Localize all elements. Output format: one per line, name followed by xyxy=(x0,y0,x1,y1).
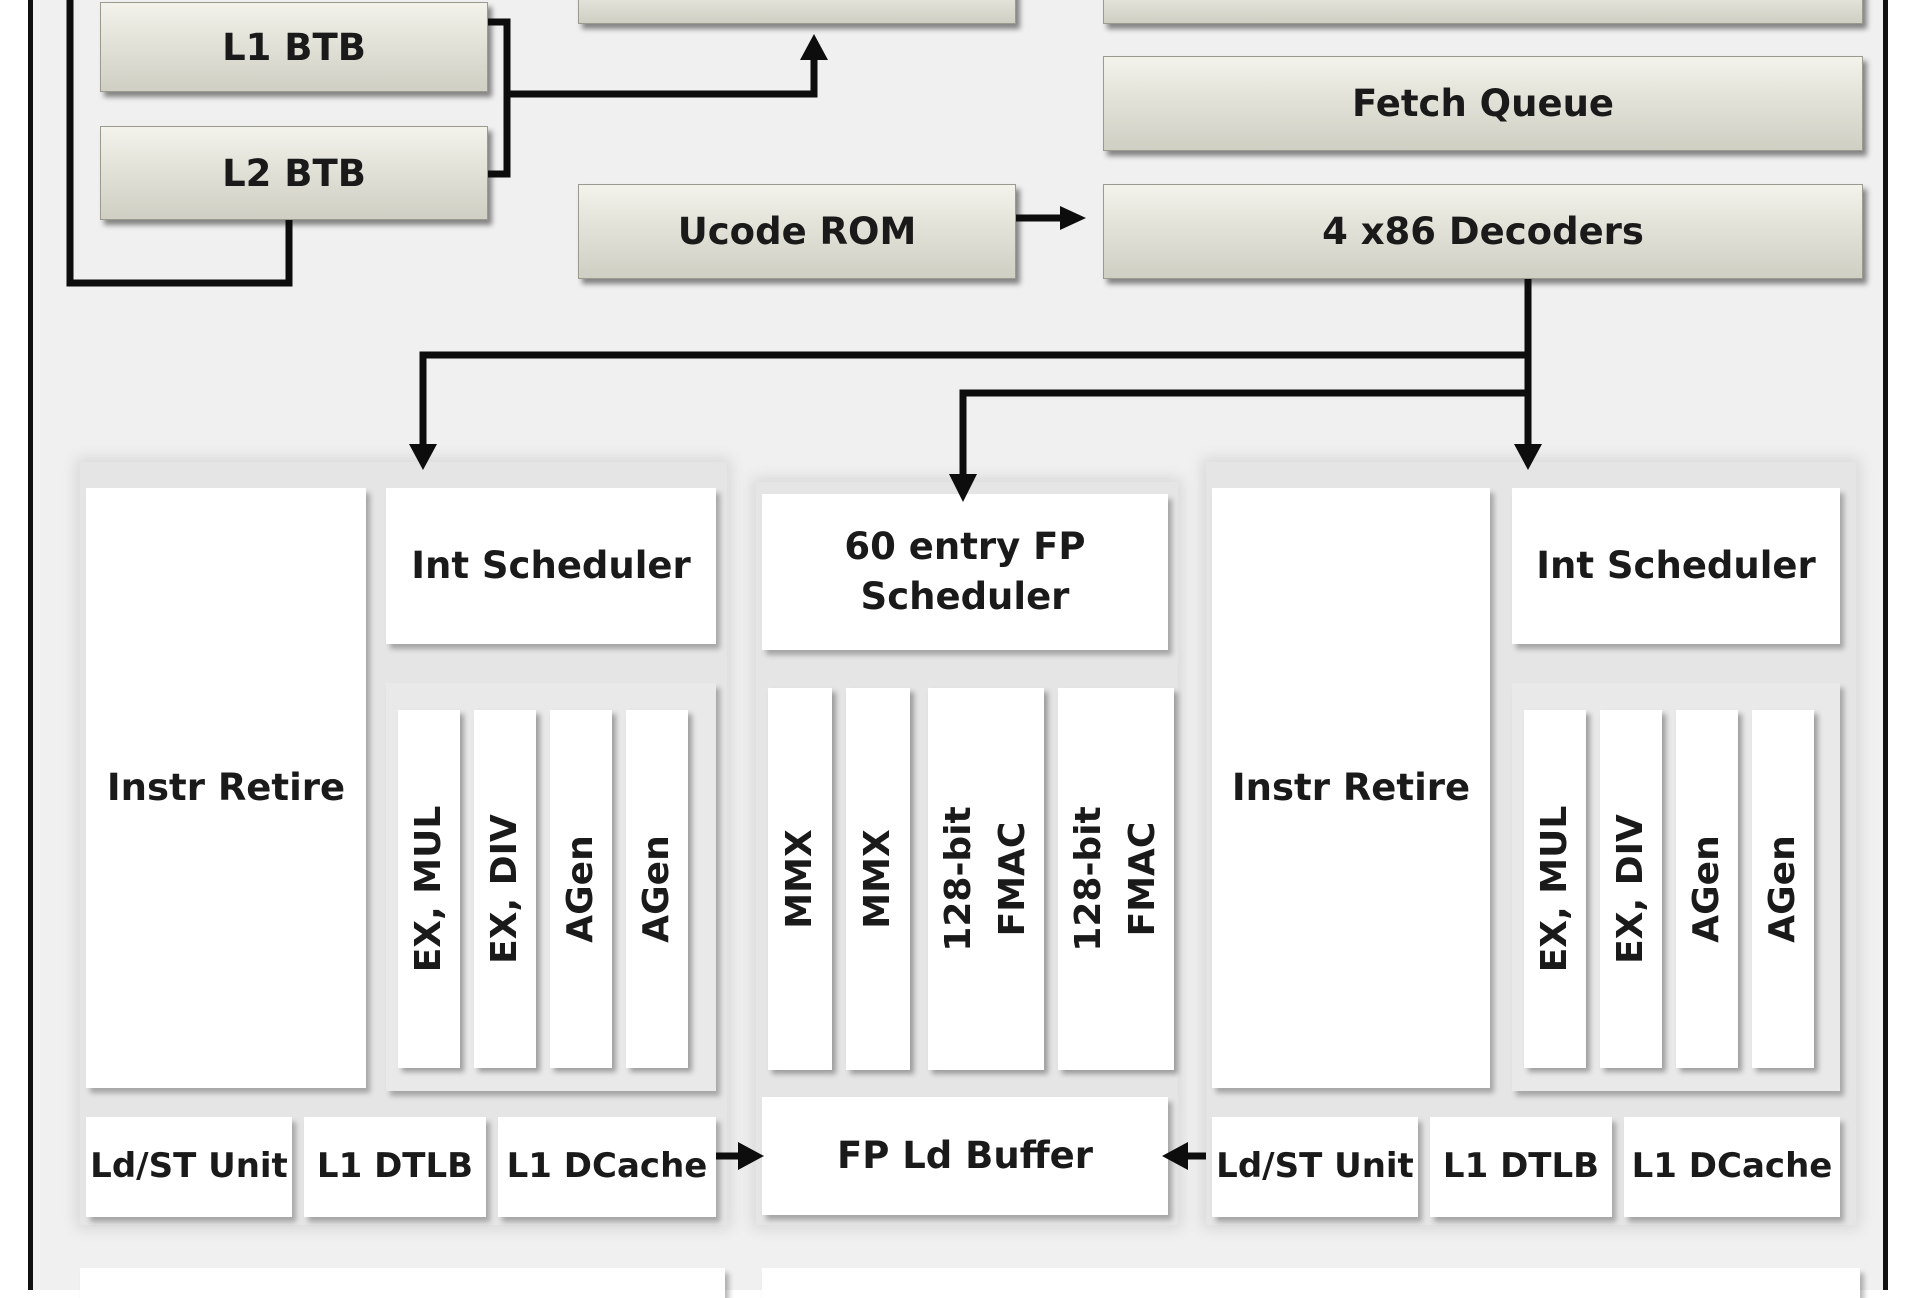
instr-retire-right: Instr Retire xyxy=(1212,488,1490,1088)
top-block-partial-right xyxy=(1103,0,1863,24)
ldst-unit-right-label: Ld/ST Unit xyxy=(1216,1146,1414,1187)
l1-btb-block: L1 BTB xyxy=(100,2,488,92)
btb-bracket-line xyxy=(488,18,511,178)
int-scheduler-right-label: Int Scheduler xyxy=(1536,544,1816,588)
fetch-queue-block: Fetch Queue xyxy=(1103,56,1863,151)
fp-unit-1: MMX xyxy=(768,688,832,1070)
l1-dtlb-left-label: L1 DTLB xyxy=(316,1146,474,1187)
l2-btb-block: L2 BTB xyxy=(100,126,488,220)
arrowhead-left-cluster xyxy=(409,444,437,470)
fp-unit-2: MMX xyxy=(846,688,910,1070)
l1-dcache-left: L1 DCache xyxy=(498,1117,716,1217)
l1-dcache-right-label: L1 DCache xyxy=(1631,1146,1833,1187)
arrowhead-right-cluster xyxy=(1514,444,1542,470)
exec-unit-left-4: AGen xyxy=(626,710,688,1068)
l1-dtlb-right-label: L1 DTLB xyxy=(1442,1146,1600,1187)
decoders-block: 4 x86 Decoders xyxy=(1103,184,1863,279)
l1-dtlb-left: L1 DTLB xyxy=(304,1117,486,1217)
arrowhead-ldst-right-to-fp xyxy=(1162,1142,1188,1170)
ldst-unit-left: Ld/ST Unit xyxy=(86,1117,292,1217)
fp-scheduler: 60 entry FP Scheduler xyxy=(762,494,1168,650)
arrowhead-fp-cluster xyxy=(949,474,977,502)
fp-unit-3: 128-bit FMAC xyxy=(928,688,1044,1070)
l2-btb-label: L2 BTB xyxy=(222,151,366,195)
int-scheduler-left-label: Int Scheduler xyxy=(411,544,691,588)
exec-unit-right-3: AGen xyxy=(1676,710,1738,1068)
l1-btb-label: L1 BTB xyxy=(222,25,366,69)
fp-scheduler-line2: Scheduler xyxy=(860,575,1070,618)
l1-dtlb-right: L1 DTLB xyxy=(1430,1117,1612,1217)
btb-loop-line xyxy=(66,0,293,287)
ucode-rom-block: Ucode ROM xyxy=(578,184,1016,279)
fp-unit-4: 128-bit FMAC xyxy=(1058,688,1174,1070)
instr-retire-left: Instr Retire xyxy=(86,488,366,1088)
ucode-rom-label: Ucode ROM xyxy=(677,210,917,253)
ldst-unit-left-label: Ld/ST Unit xyxy=(90,1146,288,1187)
exec-unit-left-1: EX, MUL xyxy=(398,710,460,1068)
int-scheduler-right: Int Scheduler xyxy=(1512,488,1840,644)
fetch-queue-label: Fetch Queue xyxy=(1351,82,1615,125)
arrowhead-dcache-to-fp xyxy=(738,1142,764,1170)
fp-scheduler-label: 60 entry FP Scheduler xyxy=(844,522,1085,622)
exec-unit-left-3: AGen xyxy=(550,710,612,1068)
l1-dcache-right: L1 DCache xyxy=(1624,1117,1840,1217)
dispatch-to-fp-cluster xyxy=(959,389,1528,478)
top-block-partial-center xyxy=(578,0,1016,24)
fp-ld-buffer-label: FP Ld Buffer xyxy=(836,1134,1094,1178)
fp-ld-buffer: FP Ld Buffer xyxy=(762,1097,1168,1215)
int-scheduler-left: Int Scheduler xyxy=(386,488,716,644)
exec-unit-right-1: EX, MUL xyxy=(1524,710,1586,1068)
dispatch-to-left-cluster xyxy=(419,351,1528,448)
l1-dcache-left-label: L1 DCache xyxy=(506,1146,708,1187)
ldst-unit-right: Ld/ST Unit xyxy=(1212,1117,1418,1217)
arrowhead-decoders xyxy=(1060,206,1086,230)
arrowhead-fetch xyxy=(800,34,828,60)
exec-unit-left-2: EX, DIV xyxy=(474,710,536,1068)
decoders-label: 4 x86 Decoders xyxy=(1322,210,1644,253)
instr-retire-right-label: Instr Retire xyxy=(1231,766,1471,810)
fp-scheduler-line1: 60 entry FP xyxy=(844,525,1086,569)
exec-unit-right-4: AGen xyxy=(1752,710,1814,1068)
instr-retire-left-label: Instr Retire xyxy=(106,766,346,810)
btb-to-fetch-line xyxy=(507,55,818,98)
exec-unit-right-2: EX, DIV xyxy=(1600,710,1662,1068)
